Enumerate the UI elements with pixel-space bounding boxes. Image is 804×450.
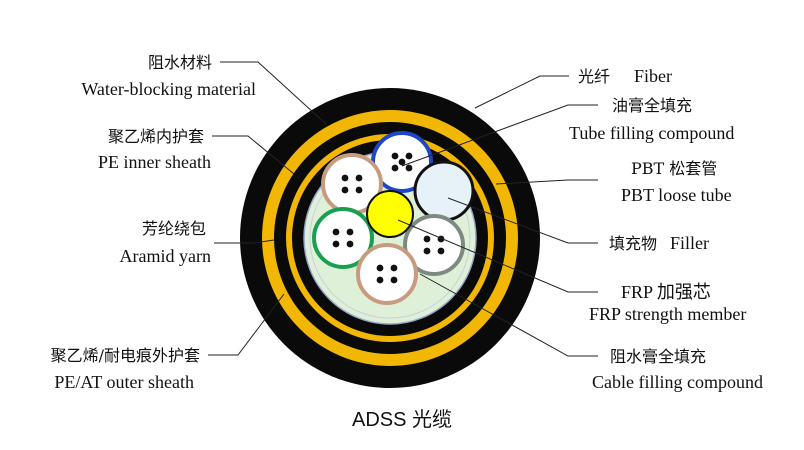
label-tube-filling-zh: 油膏全填充 <box>612 96 692 115</box>
loose-tube-tan-bottom <box>356 243 418 305</box>
label-outer-sheath: 聚乙烯/耐电痕外护套 PE/AT outer sheath <box>51 346 200 392</box>
label-pbt-tube: PBT 松套管 PBT loose tube <box>621 159 732 205</box>
label-water-blocking-en: Water-blocking material <box>81 79 256 99</box>
label-frp: FRP 加强芯 FRP strength member <box>589 282 746 324</box>
label-pbt-tube-zh: PBT 松套管 <box>631 159 717 178</box>
cable-cross-section <box>240 88 540 388</box>
label-pe-inner-sheath: 聚乙烯内护套 PE inner sheath <box>98 127 211 172</box>
loose-tube-gray <box>403 214 465 276</box>
label-pbt-tube-en: PBT loose tube <box>621 185 732 205</box>
loose-tube-green <box>312 207 374 269</box>
label-outer-sheath-zh: 聚乙烯/耐电痕外护套 <box>51 346 200 365</box>
label-water-blocking: 阻水材料 Water-blocking material <box>81 53 256 99</box>
label-fiber: 光纤 Fiber <box>578 66 672 86</box>
label-pe-inner-sheath-zh: 聚乙烯内护套 <box>108 127 204 146</box>
label-cable-filling-en: Cable filling compound <box>592 372 763 392</box>
label-aramid-yarn-zh: 芳纶绕包 <box>142 219 206 238</box>
label-fiber-en: Fiber <box>634 66 672 86</box>
label-frp-zh: FRP 加强芯 <box>621 282 711 302</box>
label-pe-inner-sheath-en: PE inner sheath <box>98 152 211 172</box>
label-water-blocking-zh: 阻水材料 <box>148 53 212 72</box>
label-filler-en: Filler <box>670 233 709 253</box>
label-tube-filling-en: Tube filling compound <box>569 123 734 143</box>
label-tube-filling: 油膏全填充 Tube filling compound <box>569 96 734 143</box>
label-aramid-yarn-en: Aramid yarn <box>120 246 211 266</box>
label-frp-en: FRP strength member <box>589 304 746 324</box>
diagram-caption: ADSS 光缆 <box>352 408 452 431</box>
label-aramid-yarn: 芳纶绕包 Aramid yarn <box>120 219 211 266</box>
label-filler-zh: 填充物 <box>609 234 657 253</box>
loose-tube-blue <box>371 131 433 193</box>
frp-strength-member <box>366 190 414 238</box>
label-cable-filling-zh: 阻水膏全填充 <box>610 347 706 366</box>
label-fiber-zh: 光纤 <box>578 67 610 86</box>
filler-rod <box>413 160 475 222</box>
label-filler: 填充物 Filler <box>609 233 709 253</box>
label-outer-sheath-en: PE/AT outer sheath <box>54 372 194 392</box>
leader-lines-right <box>397 75 598 357</box>
label-cable-filling: 阻水膏全填充 Cable filling compound <box>592 347 763 392</box>
leader-lines-left <box>208 61 327 356</box>
